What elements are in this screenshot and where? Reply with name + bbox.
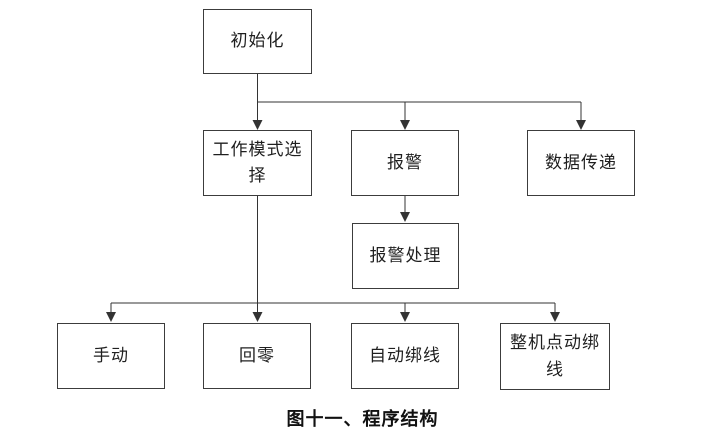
node-label: 回零	[239, 345, 275, 365]
node-auto-binding: 自动绑线	[351, 323, 459, 389]
node-manual: 手动	[57, 323, 165, 389]
figure-caption: 图十一、程序结构	[286, 409, 439, 429]
node-alarm: 报警	[351, 130, 459, 196]
node-init: 初始化	[203, 9, 312, 74]
node-data-transfer: 数据传递	[527, 130, 635, 196]
node-label: 手动	[93, 345, 129, 365]
node-alarm-handling: 报警处理	[352, 223, 459, 289]
node-label: 报警处理	[369, 245, 442, 265]
node-label: 自动绑线	[369, 345, 441, 365]
node-label: 数据传递	[545, 152, 617, 172]
node-machine-jog-binding: 整机点动绑线	[500, 323, 610, 390]
node-work-mode-select: 工作模式选择	[203, 130, 312, 196]
node-label: 报警	[387, 152, 423, 172]
node-label: 工作模式选择	[212, 139, 303, 185]
node-return-to-zero: 回零	[203, 323, 311, 389]
edge-bus-top	[257, 74, 581, 103]
node-label: 初始化	[230, 31, 285, 51]
node-label: 整机点动绑线	[510, 333, 600, 379]
